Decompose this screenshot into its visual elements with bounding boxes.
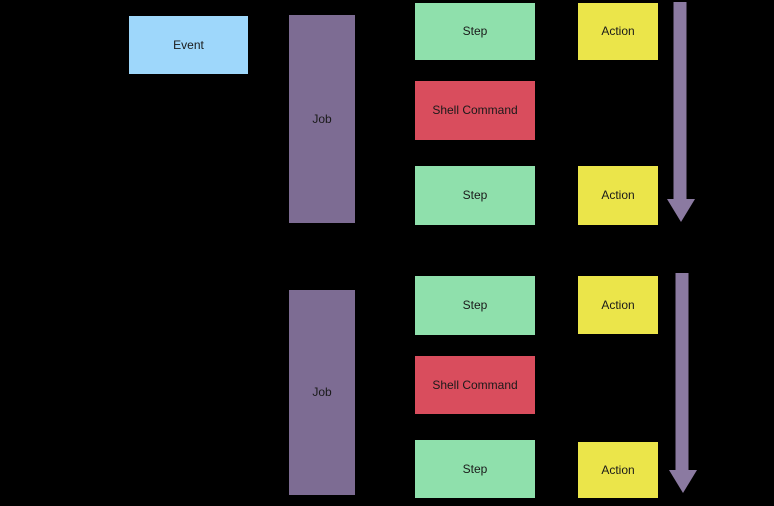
step-node: Step xyxy=(415,276,535,335)
arrow-down-icon xyxy=(667,2,695,222)
action-node: Action xyxy=(578,3,658,60)
action-node: Action xyxy=(578,166,658,225)
event-node: Event xyxy=(129,16,248,74)
shell-command-node: Shell Command xyxy=(415,81,535,140)
job-node: Job xyxy=(289,290,355,495)
shell-command-node: Shell Command xyxy=(415,356,535,414)
arrow-down-icon xyxy=(669,273,697,493)
action-node: Action xyxy=(578,276,658,334)
step-node: Step xyxy=(415,440,535,498)
step-node: Step xyxy=(415,3,535,60)
job-node: Job xyxy=(289,15,355,223)
action-node: Action xyxy=(578,442,658,498)
step-node: Step xyxy=(415,166,535,225)
